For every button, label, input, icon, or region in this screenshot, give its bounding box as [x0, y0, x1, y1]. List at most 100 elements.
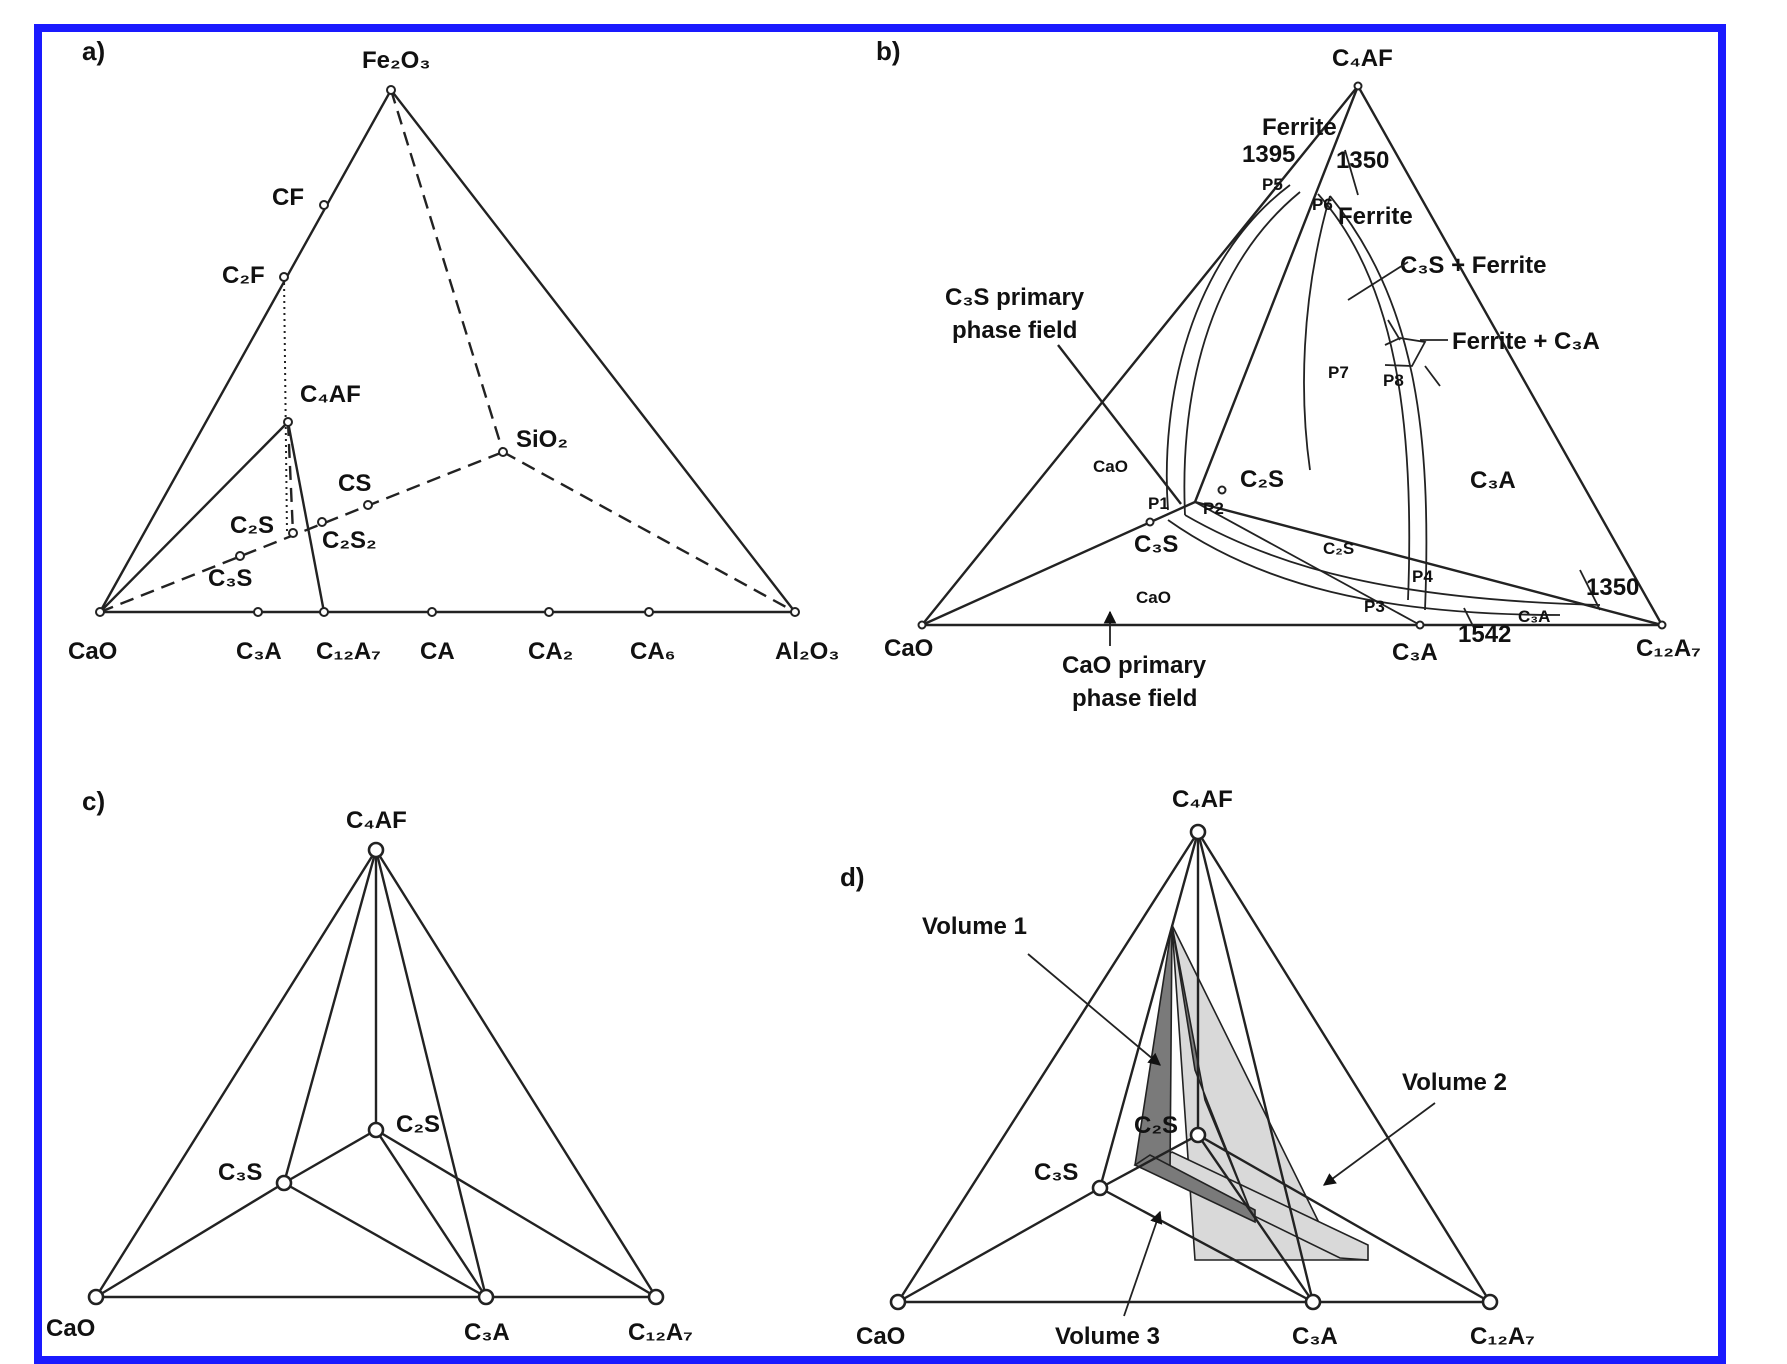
panel-d-node-c2s	[1189, 1126, 1207, 1144]
panel-b-label-p5: P5	[1262, 175, 1283, 194]
panel-b-label-c2s-field: C₂S	[1323, 539, 1354, 558]
panel-b-triangle	[919, 83, 1665, 627]
panel-a-c4af-c2s-line	[286, 421, 295, 534]
panel-a-label-c2s2: C₂S₂	[322, 527, 377, 554]
panel-b-boundary-curve-1	[1165, 184, 1291, 511]
panel-d-node-cao	[889, 1293, 907, 1311]
panel-b-temp-1350-right: 1350	[1586, 574, 1639, 601]
panel-d-label: d)	[840, 862, 865, 892]
panel-b-label-c3s-primary-1: C₃S primary	[945, 284, 1085, 311]
panel-a-label-c12a7: C₁₂A₇	[316, 638, 381, 665]
panel-d-triangle	[895, 829, 1493, 1304]
panel-b-label-p7: P7	[1328, 363, 1349, 382]
panel-b-label-c3s-ferrite: C₃S + Ferrite	[1400, 252, 1546, 279]
panel-b-label-cao-primary-1: CaO primary	[1062, 652, 1207, 679]
panel-b-label-p8: P8	[1383, 371, 1404, 390]
panel-d-c2s-c3a-line	[1197, 1134, 1314, 1303]
panel-a-label-c2f: C₂F	[222, 262, 265, 289]
panel-b-label-ferrite-mid: Ferrite	[1338, 203, 1413, 230]
panel-a-node-al2o3	[790, 607, 800, 617]
panel-a-c4af-c12a7-line	[286, 421, 326, 613]
panel-a-node-cf	[319, 200, 329, 210]
panel-b-label-c3s: C₃S	[1134, 531, 1178, 558]
panel-a-fe2o3-sio2-line	[389, 89, 505, 453]
panel-a-node-ca2	[544, 607, 554, 617]
panel-b-1542-tick	[1463, 607, 1475, 629]
panel-b-boundary-curve-5	[1303, 195, 1331, 471]
panel-b-temp-1395: 1395	[1242, 141, 1295, 168]
panel-d-c4af-c3a-line	[1196, 831, 1315, 1303]
panel-b-cao-boundary	[1167, 519, 1561, 616]
panel-c-c3s-c2s-line	[283, 1128, 377, 1185]
panel-a-label-sio2: SiO₂	[516, 426, 568, 453]
panel-d-node-c3s	[1091, 1179, 1109, 1197]
panel-a-label-c3s: C₃S	[208, 565, 252, 592]
panel-a-label-ca2: CA₂	[528, 638, 573, 665]
panel-b-c3s-ferrite-pointer	[1347, 261, 1409, 301]
panel-a: a) Fe₂O₃ CF C₂F C₄AF SiO₂	[68, 36, 839, 665]
panel-d-volume-1-arrow	[1027, 953, 1161, 1066]
panel-c-node-c2s	[367, 1121, 385, 1139]
panel-d-c4af-c3s-line	[1098, 831, 1200, 1189]
panel-c-node-c4af	[367, 841, 385, 859]
panel-b-label-cao-primary-2: phase field	[1072, 685, 1197, 712]
panel-d-volume-2-arrow	[1322, 1102, 1436, 1186]
panel-a-label-al2o3: Al₂O₃	[775, 638, 839, 665]
panel-b-label-c3a-small: C₃A	[1518, 607, 1550, 626]
panel-c-label: c)	[82, 786, 105, 816]
panel-b-boundary-curve-4	[1329, 195, 1428, 611]
panel-b-p7-p8-segment	[1384, 337, 1427, 367]
panel-d-label-c4af: C₄AF	[1172, 786, 1233, 813]
panel-b-label-c3s-primary-2: phase field	[952, 317, 1077, 344]
panel-a-node-c2s2	[317, 517, 327, 527]
panel-a-node-sio2	[498, 447, 508, 457]
panel-a-c2f-dotted-line	[283, 276, 288, 534]
panel-c-label-c4af: C₄AF	[346, 807, 407, 834]
panel-a-node-fe2o3	[386, 85, 396, 95]
panel-c-label-c12a7: C₁₂A₇	[628, 1319, 693, 1346]
panel-a-label-c4af: C₄AF	[300, 381, 361, 408]
panel-b-c2s-c3a-line	[1194, 501, 1421, 626]
panel-a-node-c3a	[253, 607, 263, 617]
panel-c-node-c12a7	[647, 1288, 665, 1306]
panel-c-node-cao	[87, 1288, 105, 1306]
panel-c-label-c3a: C₃A	[464, 1319, 510, 1346]
panel-a-node-ca	[427, 607, 437, 617]
panel-a-label-cs: CS	[338, 470, 371, 497]
panel-a-label: a)	[82, 36, 105, 66]
panel-a-node-c12a7	[319, 607, 329, 617]
panel-d-label-c2s: C₂S	[1134, 1112, 1178, 1139]
panel-b-label-p6: P6	[1312, 195, 1333, 214]
panel-b-label-c12a7: C₁₂A₇	[1636, 635, 1701, 662]
panel-b-c2s-c12a7-line	[1194, 500, 1663, 627]
panel-b-label-c4af: C₄AF	[1332, 45, 1393, 72]
panel-d-label-volume-2: Volume 2	[1402, 1069, 1507, 1096]
panel-b-label-p4: P4	[1412, 567, 1433, 586]
panel-d-volume-1-base	[1133, 1154, 1256, 1224]
panel-a-label-c2s: C₂S	[230, 512, 274, 539]
panel-b-temp-1350-top: 1350	[1336, 147, 1389, 174]
panel-a-node-cao	[95, 607, 105, 617]
panel-a-node-ca6	[644, 607, 654, 617]
panel-d: d) C₄AF C₂S C₃S CaO C₃A C₁₂A₇ Volume 1 V…	[840, 786, 1535, 1347]
panel-b-label-c3a: C₃A	[1392, 639, 1438, 666]
panel-b-label-c2s: C₂S	[1240, 466, 1284, 493]
panel-a-node-cs	[363, 500, 373, 510]
panel-d-node-c12a7	[1481, 1293, 1499, 1311]
panel-c-c2s-c3a-line	[374, 1129, 488, 1298]
panel-a-label-cao: CaO	[68, 638, 117, 665]
panel-c: c) C₄AF C₂S C₃S CaO C₃A C₁₂A₇	[46, 786, 693, 1346]
panel-a-label-c3a: C₃A	[236, 638, 282, 665]
panel-b-label-c3a-field: C₃A	[1470, 467, 1516, 494]
panel-d-cao-c3s-line	[897, 1186, 1101, 1304]
panel-b-boundary-curve-2	[1183, 191, 1301, 516]
panel-a-cao-c4af-line	[99, 421, 289, 613]
panel-c-c4af-c3s-line	[282, 849, 378, 1184]
panel-d-node-c4af	[1189, 823, 1207, 841]
panel-b-label-ferrite-c3a: Ferrite + C₃A	[1452, 328, 1600, 355]
panel-c-label-cao: CaO	[46, 1315, 95, 1342]
panel-d-c2s-c12a7-line	[1197, 1133, 1491, 1304]
panel-b-1350-tick	[1579, 569, 1601, 611]
panel-b-node-c2s	[1217, 485, 1227, 495]
